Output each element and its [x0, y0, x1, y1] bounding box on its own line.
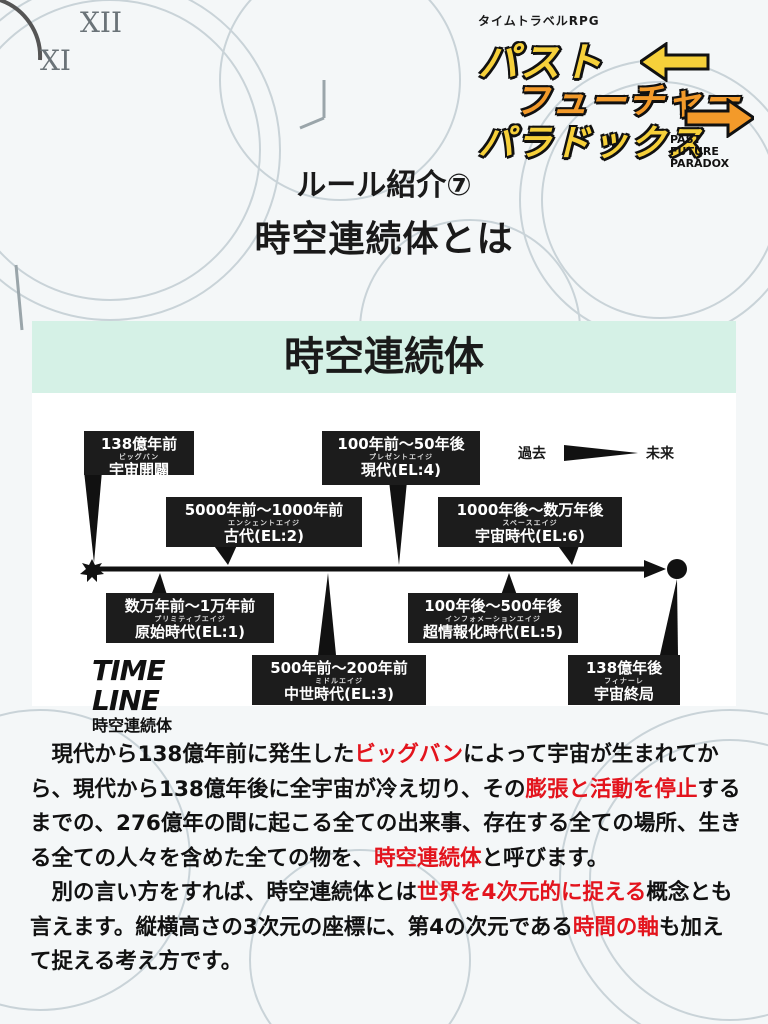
timeline-logo-text: TIME LINE: [92, 654, 166, 717]
pointer-finale: [660, 579, 678, 655]
event-box-present: 100年前〜50年後 プレゼントエイジ 現代(EL:4): [322, 431, 480, 485]
rule-number-label: ルール紹介⑦: [296, 168, 472, 203]
timeline-logo-subtitle: 時空連続体: [92, 716, 173, 735]
logo-line-3: パラドックス: [478, 123, 705, 164]
svg-text:XI: XI: [40, 44, 71, 77]
highlight-continuum: 時空連続体: [374, 845, 482, 871]
event-name: 宇宙時代(EL:6): [475, 527, 585, 545]
event-name: 現代(EL:4): [361, 461, 441, 479]
logo-line-1: パスト: [478, 40, 604, 86]
event-box-finale: 138億年後 フィナーレ 宇宙終局: [568, 655, 680, 705]
event-date: 100年前〜50年後: [337, 435, 465, 453]
event-name: 宇宙終局: [593, 685, 654, 703]
game-logo: タイムトラベルRPG パスト フューチャー パラドックス PAST FUTURE…: [470, 10, 760, 170]
big-bang-burst-icon: [80, 559, 104, 582]
event-box-information: 100年後〜500年後 インフォメーションエイジ 超情報化時代(EL:5): [408, 593, 578, 643]
pointer-info: [500, 573, 518, 598]
pointer-ancient: [212, 543, 238, 565]
highlight-big-bang: ビッグバン: [354, 742, 463, 767]
highlight-expansion-stop: 膨張と活動を停止: [525, 776, 698, 802]
event-ruby: ミドルエイジ: [315, 677, 363, 685]
event-name: 超情報化時代(EL:5): [423, 623, 563, 641]
event-name: 原始時代(EL:1): [135, 623, 245, 641]
event-ruby: インフォメーションエイジ: [445, 615, 541, 623]
text-run: も加えて捉える考え方です。: [30, 914, 724, 975]
legend-future: 未来: [646, 446, 674, 462]
page-title: 時空連続体とは: [254, 219, 514, 260]
pointer-primitive: [150, 573, 168, 598]
text-run: するまでの、276億年の間に起こる全ての出来事、存在する全ての場所、生きる全ての…: [30, 776, 742, 871]
arrow-right-icon: [684, 98, 754, 138]
event-ruby: スペースエイジ: [502, 519, 558, 527]
event-box-primitive: 数万年前〜1万年前 プリミティブエイジ 原始時代(EL:1): [106, 593, 274, 643]
finale-dot-icon: [667, 559, 687, 579]
paragraph-1: 現代から138億年前に発生したビッグバンによって宇宙が生まれてから、現代から13…: [30, 738, 742, 876]
section-banner: 時空連続体: [32, 321, 736, 393]
event-box-middle: 500年前〜200年前 ミドルエイジ 中世時代(EL:3): [252, 655, 426, 705]
timeline-panel: 過去 未来 138億年前 ビッグバン 宇宙開闢 数万年前〜1万年前 プリミティブ…: [32, 393, 736, 706]
event-date: 100年後〜500年後: [424, 597, 562, 615]
description-text: 現代から138億年前に発生したビッグバンによって宇宙が生まれてから、現代から13…: [30, 738, 742, 980]
event-date: 138億年前: [100, 435, 178, 453]
logo-subtitle: PAST FUTURE PARADOX: [670, 133, 730, 170]
text-run: 現代から138億年前に発生した: [51, 742, 355, 767]
event-ruby: プレゼントエイジ: [369, 453, 433, 461]
event-ruby: エンシェントエイジ: [228, 519, 300, 527]
timeline-arrowhead: [644, 560, 666, 578]
legend-wedge: [564, 445, 638, 461]
pointer-middle: [318, 573, 336, 655]
event-ruby: フィナーレ: [604, 677, 644, 685]
text-run: と呼びます。: [481, 845, 609, 871]
event-name: 中世時代(EL:3): [284, 685, 394, 703]
pointer-space: [556, 543, 580, 565]
timeline-graphic: [80, 445, 687, 655]
event-date: 5000年前〜1000年前: [184, 501, 344, 519]
event-date: 138億年後: [585, 659, 663, 677]
text-run: 概念とも言えます。縦横高さの3次元の座標に、第4の次元である: [30, 880, 733, 940]
legend-past: 過去: [518, 446, 546, 462]
event-ruby: ビッグバン: [118, 453, 160, 461]
event-box-big-bang: 138億年前 ビッグバン 宇宙開闢: [84, 431, 194, 479]
svg-text:XII: XII: [80, 6, 122, 39]
event-name: 古代(EL:2): [224, 527, 304, 545]
logo-tagline: タイムトラベルRPG: [478, 14, 600, 28]
text-run: 別の言い方をすれば、時空連続体とは: [51, 880, 418, 905]
highlight-4d-world: 世界を4次元的に捉える: [417, 880, 647, 905]
event-box-ancient: 5000年前〜1000年前 エンシェントエイジ 古代(EL:2): [166, 497, 362, 547]
event-name: 宇宙開闢: [108, 461, 169, 479]
event-date: 数万年前〜1万年前: [124, 597, 256, 615]
pointer-present: [389, 481, 407, 565]
pointer-bigbang: [84, 471, 102, 563]
paragraph-2: 別の言い方をすれば、時空連続体とは世界を4次元的に捉える概念とも言えます。縦横高…: [30, 876, 742, 980]
event-box-space: 1000年後〜数万年後 スペースエイジ 宇宙時代(EL:6): [438, 497, 622, 547]
text-run: によって宇宙が生まれてから、現代から138億年後に全宇宙が冷え切り、その: [30, 742, 719, 802]
event-date: 1000年後〜数万年後: [456, 501, 604, 519]
event-date: 500年前〜200年前: [270, 659, 408, 677]
timeline-logo: TIME LINE 時空連続体: [92, 656, 212, 736]
highlight-time-axis: 時間の軸: [572, 914, 659, 940]
arrow-left-icon: [640, 42, 710, 82]
event-ruby: プリミティブエイジ: [154, 615, 226, 623]
